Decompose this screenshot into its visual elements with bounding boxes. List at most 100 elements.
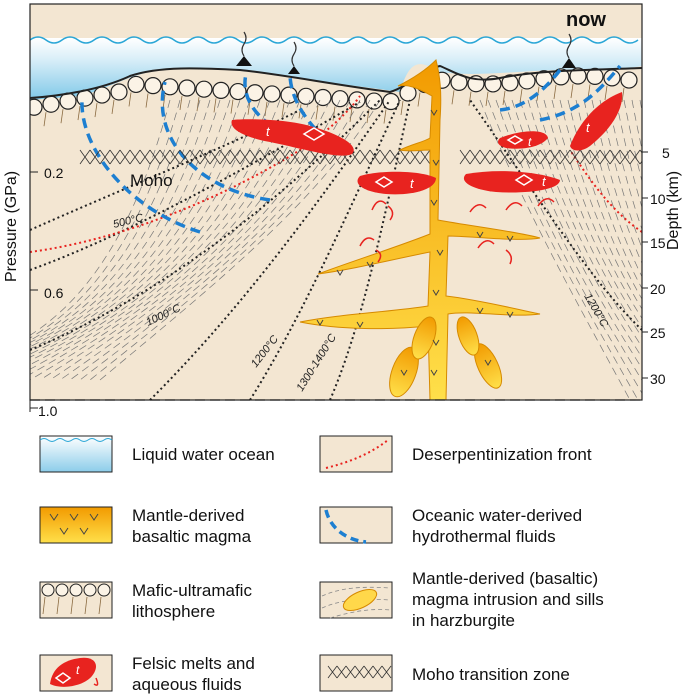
magma-v-mark — [506, 311, 514, 318]
lithosphere-tick — [213, 98, 217, 113]
lithosphere-circle — [212, 81, 230, 99]
legend-lithosphere-circle — [55, 583, 69, 597]
pressure-tick-0-6: 0.6 — [44, 285, 64, 301]
magma-v-mark — [506, 235, 514, 242]
legend-lithosphere-tick — [70, 596, 74, 615]
lithosphere-circle — [586, 67, 604, 86]
lithosphere-top-layer — [27, 67, 638, 129]
moho-hatch — [519, 149, 531, 165]
lithosphere-tick — [485, 91, 489, 106]
deserpentinization-front — [30, 95, 642, 253]
magma-v-mark — [336, 269, 344, 276]
depth-tick-15: 15 — [650, 235, 666, 251]
lithosphere-circle — [195, 80, 213, 98]
isoline-right — [599, 99, 642, 249]
moho-hatch — [559, 149, 571, 165]
legend-lithosphere-circle — [83, 583, 97, 597]
legend-lithosphere-circle — [41, 583, 55, 597]
isoline-right — [511, 99, 642, 370]
seafloor — [30, 64, 642, 99]
magma-v-mark — [476, 307, 484, 314]
lithosphere-circle — [620, 71, 638, 89]
moho-hatch — [149, 149, 161, 165]
moho-hatch — [249, 149, 261, 165]
isoline-left — [30, 99, 311, 381]
isoline-right — [503, 99, 642, 382]
moho-label: Moho — [130, 171, 173, 190]
moho-hatch — [279, 149, 291, 165]
lithosphere-tick — [587, 84, 591, 99]
lithosphere-circle — [365, 92, 383, 110]
legend-moho-hatch — [345, 665, 356, 679]
lithosphere-tick — [128, 92, 132, 107]
magma-v-mark — [476, 231, 484, 238]
moho-hatch — [569, 149, 581, 165]
magma-v-mark — [430, 199, 438, 206]
lithosphere-tick — [145, 93, 149, 108]
depth-tick-5: 5 — [662, 145, 670, 161]
lithosphere-circle — [144, 77, 162, 95]
moho-hatch — [389, 149, 401, 165]
lithosphere-tick — [230, 99, 234, 114]
lithosphere-tick — [27, 115, 29, 129]
lithosphere-tick — [43, 112, 47, 127]
ocean-surface-wave — [29, 36, 639, 44]
lithosphere-tick — [570, 83, 574, 99]
moho-hatch — [589, 149, 601, 165]
melt-letter-3: t — [542, 174, 547, 189]
lithosphere-circle — [93, 86, 111, 104]
lithosphere-circle — [110, 83, 128, 101]
depth-tick-25: 25 — [650, 325, 666, 341]
legend-lithosphere-tick — [42, 596, 46, 615]
legend-lithosphere-tick — [98, 596, 102, 615]
magma-v-mark — [432, 289, 440, 296]
legend-swatch-felsic: t — [39, 654, 113, 692]
lithosphere-tick — [247, 100, 251, 115]
isoline-right — [559, 99, 642, 310]
lithosphere-tick — [179, 95, 183, 111]
lithosphere-tick — [349, 107, 353, 122]
lithosphere-tick — [604, 85, 608, 100]
hydrothermal-vents — [236, 31, 576, 74]
moho-hatch — [599, 149, 611, 165]
moho-hatch — [479, 149, 491, 165]
magma-v-mark — [432, 339, 440, 346]
legend-swatch-intrusion — [319, 581, 393, 619]
moho-hatch — [539, 149, 551, 165]
isoline-left — [30, 99, 211, 345]
lithosphere-circle — [263, 85, 281, 103]
legend-moho-hatch — [354, 665, 365, 679]
legend-swatch-moho — [319, 654, 393, 692]
moho-hatch — [79, 149, 91, 165]
lithosphere-tick — [417, 92, 421, 107]
depth-tick-20: 20 — [650, 281, 666, 297]
moho-hatch — [529, 149, 541, 165]
magma-v-mark — [356, 321, 364, 328]
isoline-right — [527, 99, 642, 348]
depth-axis: Depth (km) 5 10 15 20 25 30 — [642, 145, 682, 387]
depth-tick-10: 10 — [650, 191, 666, 207]
moho-hatch — [289, 149, 301, 165]
moho-hatch — [179, 149, 191, 165]
moho-hatch — [189, 149, 201, 165]
moho-hatch — [359, 149, 371, 165]
moho-hatch — [469, 149, 481, 165]
basaltic-magma-body — [299, 59, 541, 400]
legend-moho-hatch — [327, 665, 338, 679]
legend-lithosphere-tick — [56, 596, 60, 615]
legend-moho-hatch — [336, 665, 347, 679]
lithosphere-tick — [162, 94, 166, 109]
isoline-right — [543, 99, 642, 329]
lithosphere-tick — [264, 101, 268, 116]
lithosphere-circle — [178, 79, 196, 97]
moho-hatch — [99, 149, 111, 165]
legend-swatch-fluids — [319, 506, 393, 544]
lithosphere-tick — [451, 90, 455, 105]
lithosphere-circle — [297, 87, 315, 105]
moho-hatch — [489, 149, 501, 165]
moho-hatch — [369, 149, 381, 165]
magma-v-mark — [316, 319, 324, 326]
moho-hatch — [159, 149, 171, 165]
isoline-left — [30, 99, 221, 348]
moho-hatch — [499, 149, 511, 165]
